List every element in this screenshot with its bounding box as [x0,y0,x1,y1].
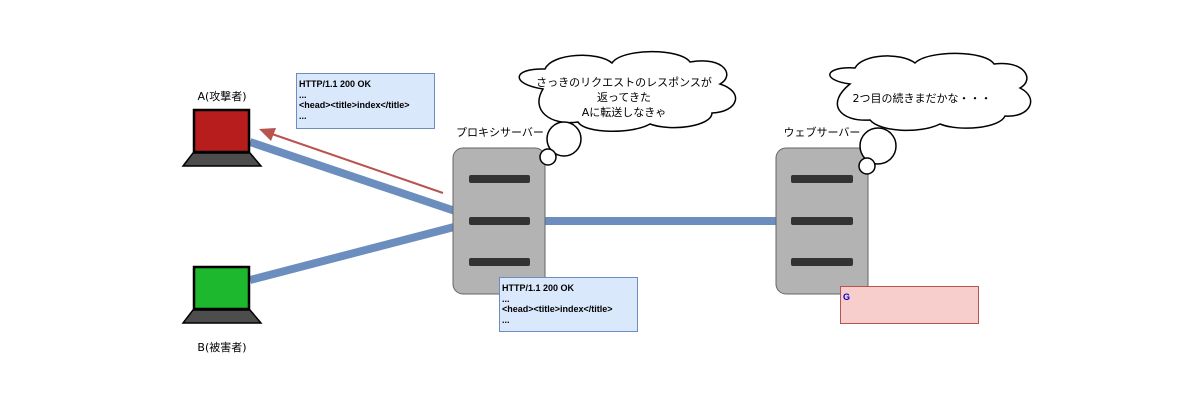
proxy-thought-line-1: さっきのリクエストのレスポンスが [536,75,712,89]
web-thought-cloud-icon [829,52,1032,175]
response-note-attacker: HTTP/1.1 200 OK ... <head><title>index</… [296,73,435,129]
victim-label: B(被害者) [197,340,246,354]
proxy-thought-cloud-icon [518,50,737,166]
link-victim-proxy [248,222,460,284]
link-attacker-proxy [248,138,460,216]
web-server-icon [775,147,869,295]
proxy-server-icon [452,147,546,295]
proxy-thought-line-2: 返ってきた [597,91,651,104]
response-note-proxy: HTTP/1.1 200 OK ... <head><title>index</… [499,277,638,332]
web-label: ウェブサーバー [784,125,861,139]
pending-request-note: G [840,286,979,324]
response-arrow-icon [259,128,444,194]
proxy-thought-line-3: Aに転送しなきゃ [582,105,667,119]
proxy-label: プロキシサーバー [456,126,544,139]
web-thought-line: 2つ目の続きまだかな・・・ [853,91,992,105]
attacker-label: A(攻撃者) [197,89,246,103]
attacker-laptop-icon [181,108,263,167]
victim-laptop-icon [181,265,263,324]
